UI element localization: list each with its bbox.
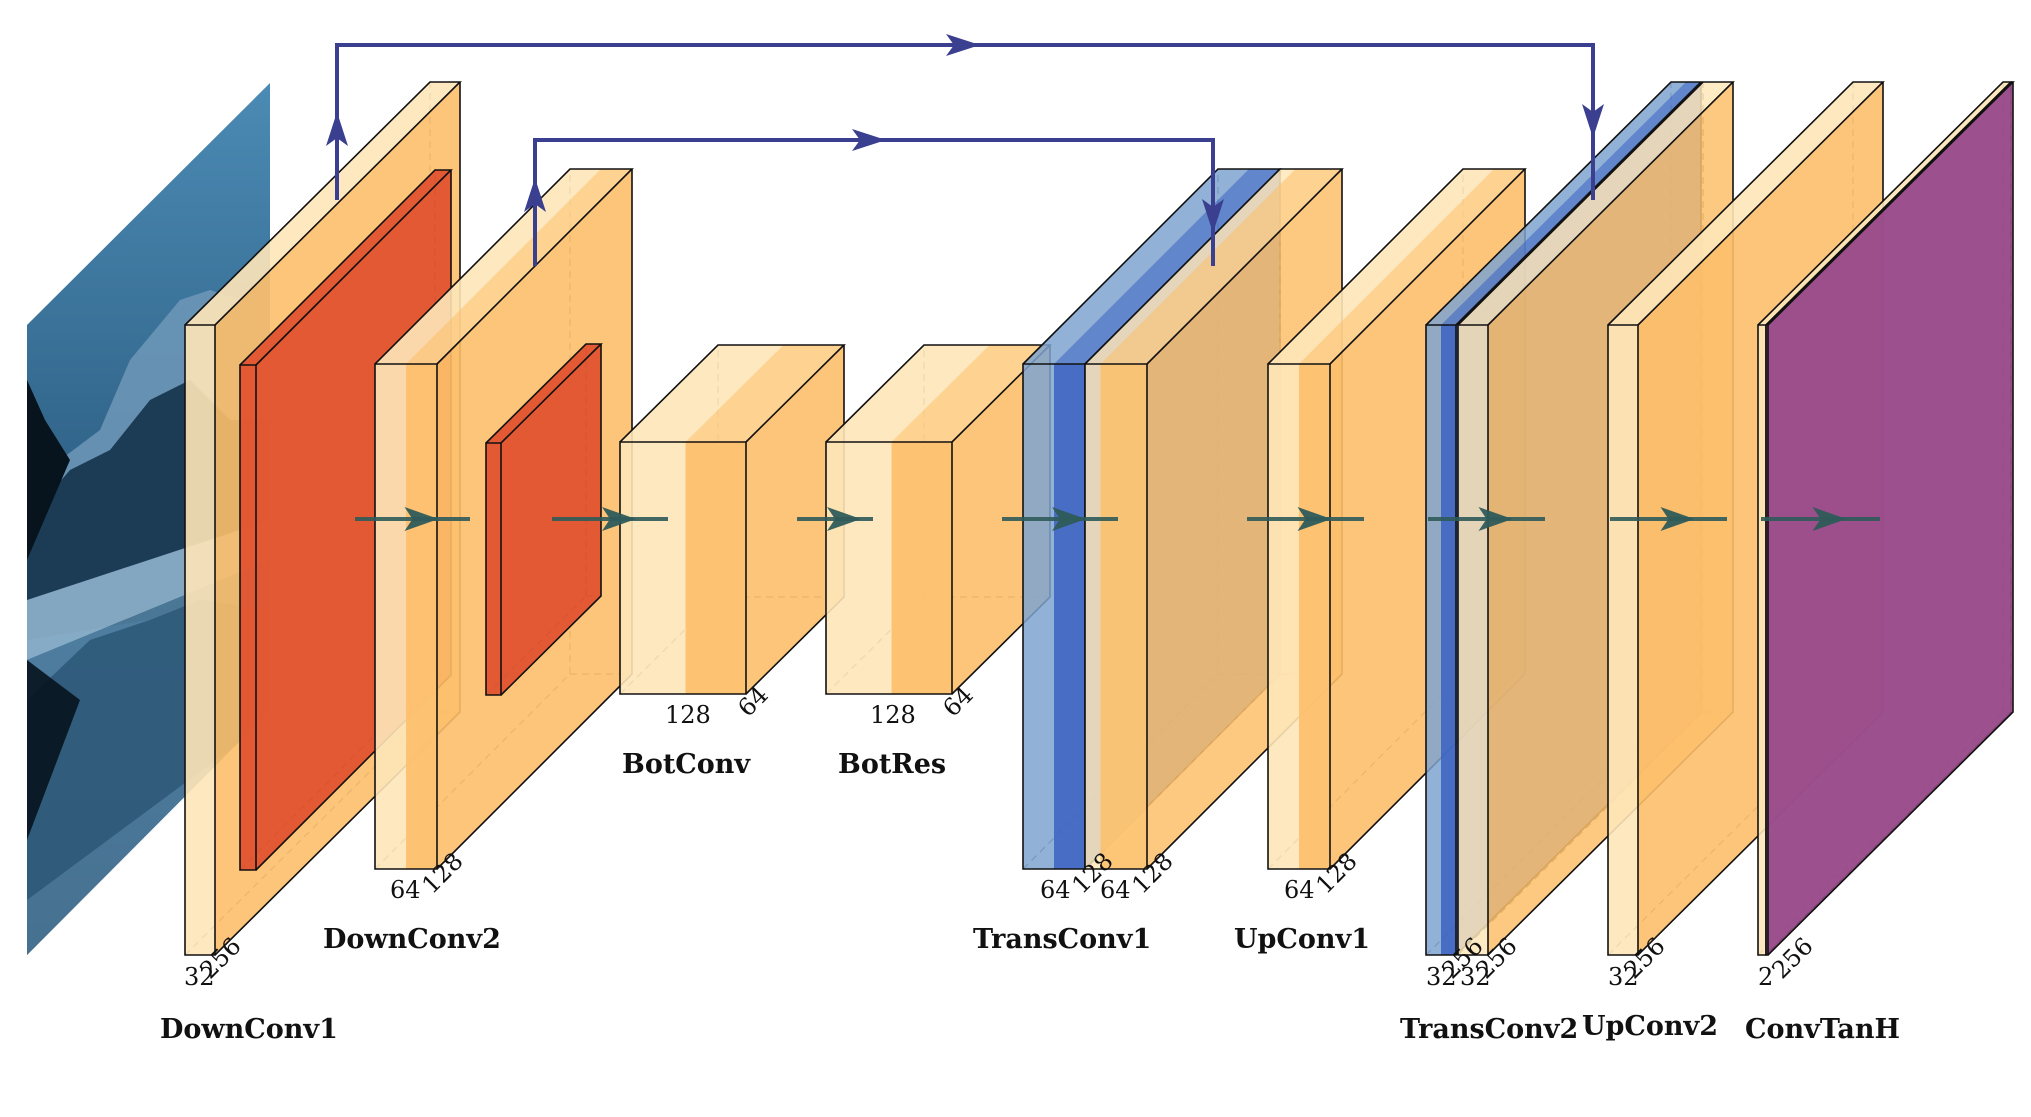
block-convtanh-b [1765, 81, 2015, 956]
layer-name-convtanh: ConvTanH [1745, 1014, 1900, 1045]
block-botconv [619, 344, 846, 695]
skip-arrow-downconv2-transconv1 [524, 129, 1224, 266]
dim-label-transconv1-1: 64 [1040, 876, 1071, 904]
dim-label-convtanh-1: 2 [1758, 963, 1773, 991]
dim-label-botres-1: 128 [870, 701, 916, 729]
layer-name-upconv2: UpConv2 [1582, 1011, 1718, 1042]
dim-label-transconv1-3: 64 [1100, 876, 1131, 904]
flow-arrow-2 [552, 507, 668, 531]
layer-name-botconv: BotConv [622, 749, 751, 780]
skip-arrow-downconv1-transconv2 [326, 34, 1604, 200]
dim-label-downconv2-1: 64 [390, 876, 421, 904]
layer-name-botres: BotRes [838, 749, 946, 780]
flow-arrow-8 [1761, 507, 1880, 531]
dim-label-upconv1-1: 64 [1284, 876, 1315, 904]
layer-name-downconv2: DownConv2 [323, 924, 501, 955]
dim-label-botconv-1: 128 [665, 701, 711, 729]
layer-blocks [184, 81, 2015, 956]
flow-arrow-6 [1428, 507, 1545, 531]
dim-label-upconv2-1: 32 [1608, 963, 1639, 991]
flow-arrow-5 [1247, 507, 1364, 531]
dim-label-transconv2-1: 32 [1426, 963, 1457, 991]
layer-name-transconv1: TransConv1 [973, 924, 1151, 955]
flow-arrow-4 [1002, 507, 1118, 531]
pool-downconv2 [485, 343, 603, 696]
layer-name-transconv2: TransConv2 [1400, 1014, 1578, 1045]
flow-arrow-7 [1610, 507, 1727, 531]
connection-arrows [326, 34, 1880, 531]
layer-name-downconv1: DownConv1 [160, 1014, 338, 1045]
layer-name-upconv1: UpConv1 [1234, 924, 1370, 955]
flow-arrow-1 [355, 507, 470, 531]
flow-arrow-3 [797, 507, 873, 531]
dim-label-downconv1-1: 32 [184, 963, 215, 991]
dim-label-transconv2-3: 32 [1460, 963, 1491, 991]
